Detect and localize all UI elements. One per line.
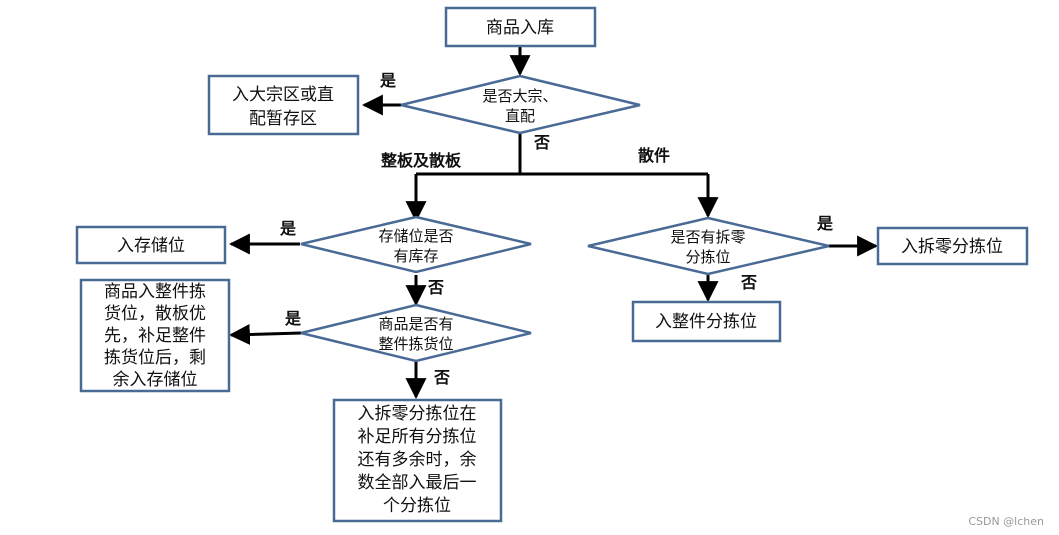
split-decision-diamond: [587, 216, 830, 276]
watermark-text: CSDN @lchen: [968, 515, 1044, 528]
split-fill-line2: 补足所有分拣位: [358, 427, 477, 447]
whole-pick-first-line2: 货位，散板优: [104, 304, 206, 324]
split-pick-label: 入拆零分拣位: [901, 237, 1003, 257]
start-box: [444, 6, 597, 48]
whole-pick-first-line1: 商品入整件拣: [104, 282, 206, 302]
split-fill-line3: 还有多余时，余: [358, 450, 477, 470]
split-fill-line4: 数全部入最后一: [358, 473, 477, 493]
edge-label-storage-yes: 是: [279, 219, 296, 238]
storage-decision-label-line1: 存储位是否: [378, 227, 453, 245]
split-decision-label-line2: 分拣位: [685, 248, 730, 266]
split-decision-label-line1: 是否有拆零: [670, 228, 745, 246]
bulk-decision-diamond: [400, 74, 641, 135]
edge-whole-pick-yes: [228, 323, 302, 345]
split-pick-box: [876, 226, 1029, 266]
edge-label-bulk-no: 否: [533, 133, 550, 152]
whole-pick-decision-diamond: [300, 303, 532, 363]
whole-pick-decision-label-line1: 商品是否有: [378, 315, 453, 333]
whole-pick-first-line4: 拣货位后，剩: [104, 348, 206, 368]
edge-label-pallet-branch: 整板及散板: [380, 151, 462, 170]
start-label: 商品入库: [486, 18, 554, 38]
bulk-area-box: [207, 74, 360, 136]
bulk-area-label-line1: 入大宗区或直: [232, 85, 334, 105]
whole-pick-box: [631, 300, 782, 343]
edge-label-piece-branch: 散件: [638, 146, 670, 165]
whole-pick-first-line5: 余入存储位: [113, 370, 198, 390]
process-boxes: [75, 6, 1029, 523]
connectors: [228, 46, 879, 400]
storage-decision-label-line2: 有库存: [393, 247, 438, 265]
decision-diamonds: [300, 74, 830, 363]
whole-pick-first-box: [79, 278, 231, 393]
bulk-decision-label-line2: 直配: [505, 107, 535, 125]
whole-pick-first-line3: 先，补足整件: [104, 326, 206, 346]
whole-pick-decision-label-line2: 整件拣货位: [378, 335, 453, 353]
edge-label-whole-pick-yes: 是: [284, 309, 301, 328]
storage-decision-diamond: [300, 215, 532, 274]
edge-label-storage-no: 否: [427, 278, 444, 297]
whole-pick-label: 入整件分拣位: [655, 312, 757, 332]
split-fill-line5: 个分拣位: [383, 496, 451, 516]
edge-label-split-yes: 是: [816, 214, 833, 233]
bulk-decision-label-line1: 是否大宗、: [482, 87, 557, 105]
edge-label-split-no: 否: [740, 273, 757, 292]
bulk-area-label-line2: 配暂存区: [249, 109, 317, 129]
split-fill-line1: 入拆零分拣位在: [358, 404, 477, 424]
edge-label-bulk-yes: 是: [379, 71, 396, 90]
storage-label: 入存储位: [117, 236, 185, 256]
split-pick-fill-box: [332, 398, 503, 523]
edge-label-whole-pick-no: 否: [433, 368, 450, 387]
storage-box: [75, 225, 227, 265]
